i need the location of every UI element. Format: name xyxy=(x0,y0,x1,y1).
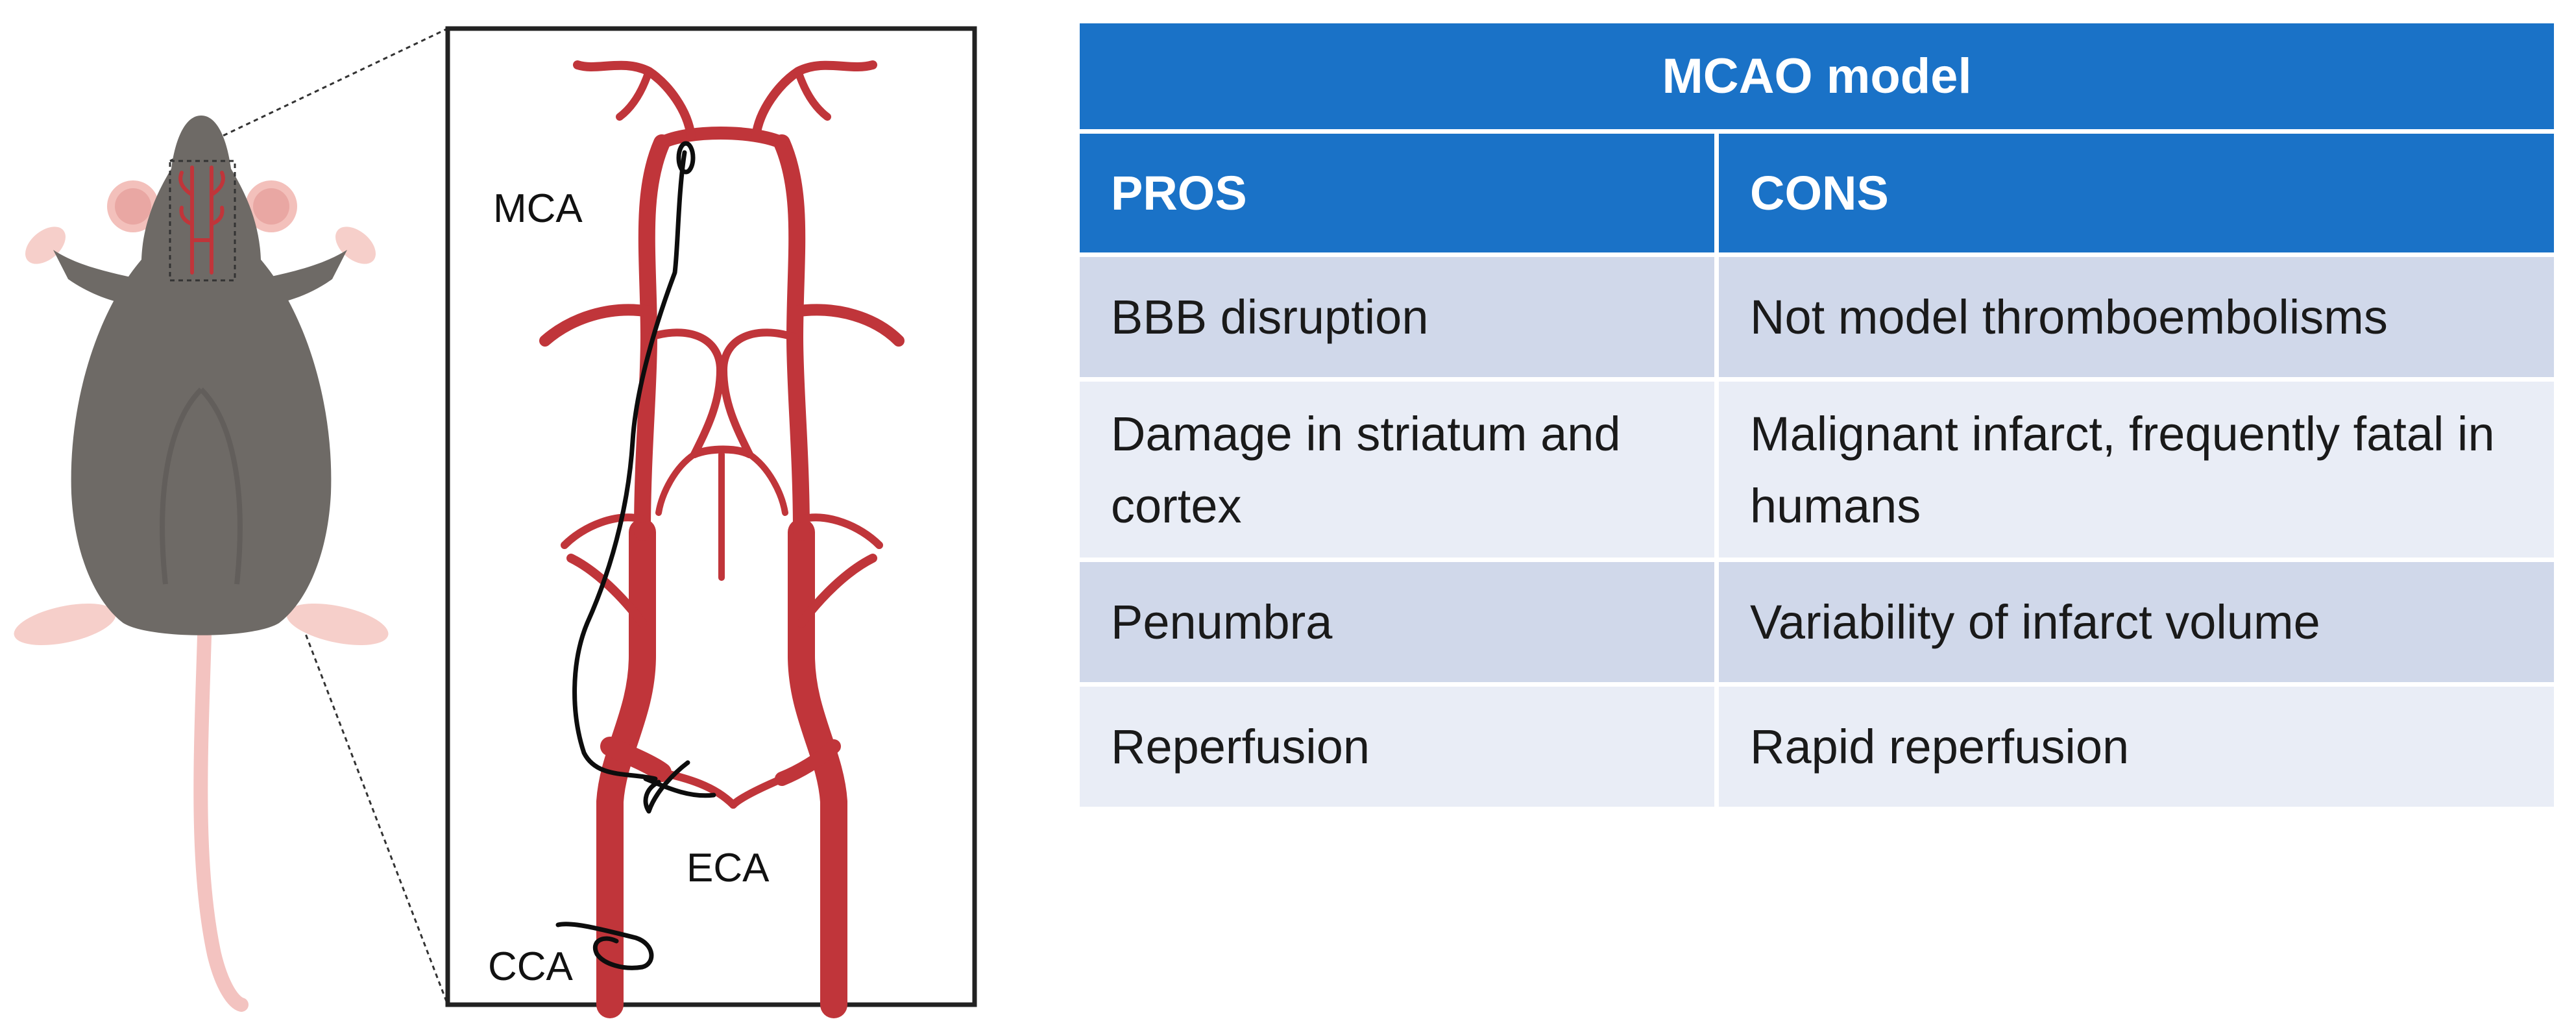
label-mca: MCA xyxy=(493,186,583,231)
table-title: MCAO model xyxy=(1080,23,2554,134)
table-row: Damage in striatum and cortex Malignant … xyxy=(1080,382,2554,562)
mouse-arm-left xyxy=(53,250,140,305)
table-row: BBB disruption Not model thromboembolism… xyxy=(1080,257,2554,382)
mouse-head-vessels xyxy=(178,166,225,275)
cons-cell: Malignant infarct, frequently fatal in h… xyxy=(1719,382,2554,562)
header-cons: CONS xyxy=(1719,134,2554,257)
pros-cell: Damage in striatum and cortex xyxy=(1080,382,1719,562)
cons-cell: Variability of infarct volume xyxy=(1719,562,2554,687)
mouse-tail xyxy=(193,629,249,1012)
mcao-pros-cons-table: MCAO model PROS CONS BBB disruption Not … xyxy=(1080,23,2554,811)
vessel-panel-frame xyxy=(445,26,977,1007)
mouse-body xyxy=(71,116,332,635)
pros-cell: Penumbra xyxy=(1080,562,1719,687)
mouse-front-paw-right xyxy=(335,227,376,264)
artery-network xyxy=(539,60,905,1018)
mouse-hind-foot-right xyxy=(286,603,389,646)
label-eca: ECA xyxy=(687,846,770,890)
mouse-illustration xyxy=(14,116,389,1012)
cons-cell: Not model thromboembolisms xyxy=(1719,257,2554,382)
table-row: Penumbra Variability of infarct volume xyxy=(1080,562,2554,687)
pros-cell: Reperfusion xyxy=(1080,687,1719,811)
catheter-filament xyxy=(572,141,696,781)
mouse-front-paw-left xyxy=(25,227,66,264)
label-cca: CCA xyxy=(488,944,574,989)
suture-loop-cca xyxy=(555,922,654,970)
cons-cell: Rapid reperfusion xyxy=(1719,687,2554,811)
pros-cell: BBB disruption xyxy=(1080,257,1719,382)
suture-knot-icon xyxy=(643,760,716,814)
table-row: Reperfusion Rapid reperfusion xyxy=(1080,687,2554,811)
mouse-hind-foot-left xyxy=(14,603,116,646)
header-pros: PROS xyxy=(1080,134,1719,257)
